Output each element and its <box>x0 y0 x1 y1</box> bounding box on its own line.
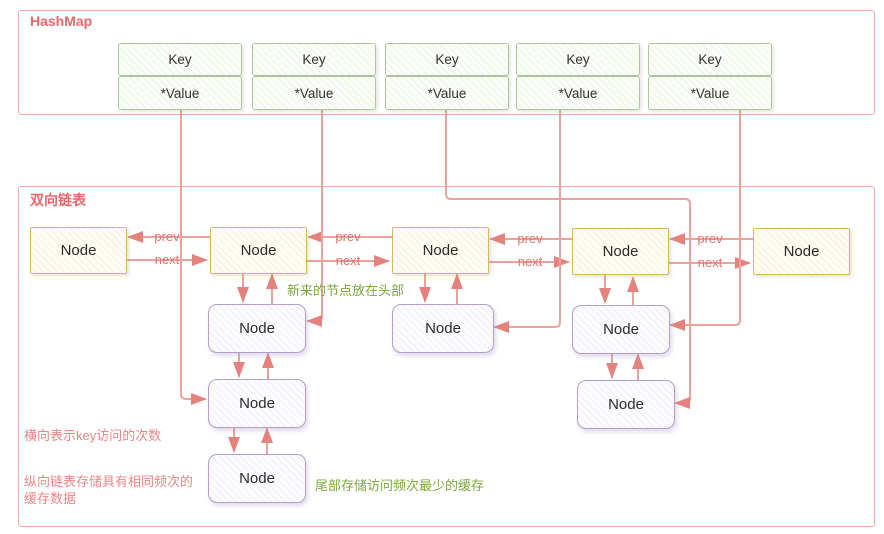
tail-note: 尾部存储访问频次最少的缓存 <box>315 478 485 493</box>
vertical-note-line2: 缓存数据 <box>24 490 77 506</box>
key-cell-3: Key <box>385 43 509 76</box>
key-cell-5: Key <box>648 43 772 76</box>
vertical-note: 纵向链表存储具有相同频次的 缓存数据 <box>24 474 193 508</box>
chain-node-2-1: Node <box>208 304 306 353</box>
linked-list-title: 双向链表 <box>30 192 86 208</box>
value-cell-1: *Value <box>118 76 242 110</box>
chain-node-4-1: Node <box>572 305 670 354</box>
value-cell-2: *Value <box>252 76 376 110</box>
vertical-note-line1: 纵向链表存储具有相同频次的 <box>24 474 194 489</box>
next-label-2: next <box>335 252 361 268</box>
value2-pointer-line <box>306 107 323 327</box>
value4-pointer-line <box>493 107 561 333</box>
chain-node-3-1: Node <box>392 304 494 353</box>
top-node-5: Node <box>753 228 850 275</box>
prev-label-2: prev <box>335 228 361 244</box>
prev-label-3: prev <box>517 230 543 246</box>
key-cell-2: Key <box>252 43 376 76</box>
prev-label-4: prev <box>697 230 723 246</box>
next-label-4: next <box>697 254 723 270</box>
top-node-3: Node <box>392 227 489 274</box>
top-node-1: Node <box>30 227 127 274</box>
value-cell-3: *Value <box>385 76 509 110</box>
chain-node-2-3: Node <box>208 454 306 503</box>
hashmap-title: HashMap <box>30 13 93 29</box>
value5-pointer-line <box>669 107 741 331</box>
chain-node-2-2: Node <box>208 379 306 428</box>
next-label-1: next <box>154 251 180 267</box>
chain-node-4-2: Node <box>577 380 675 429</box>
value-cell-5: *Value <box>648 76 772 110</box>
value3-pointer-line <box>445 107 691 409</box>
head-note: 新来的节点放在头部 <box>287 283 405 298</box>
value-cell-4: *Value <box>516 76 640 110</box>
next-label-3: next <box>517 253 543 269</box>
top-node-2: Node <box>210 227 307 274</box>
top-node-4: Node <box>572 228 669 275</box>
horizontal-note: 横向表示key访问的次数 <box>24 428 162 443</box>
key-cell-1: Key <box>118 43 242 76</box>
key-cell-4: Key <box>516 43 640 76</box>
prev-label-1: prev <box>154 228 180 244</box>
value1-pointer-line <box>180 107 207 405</box>
